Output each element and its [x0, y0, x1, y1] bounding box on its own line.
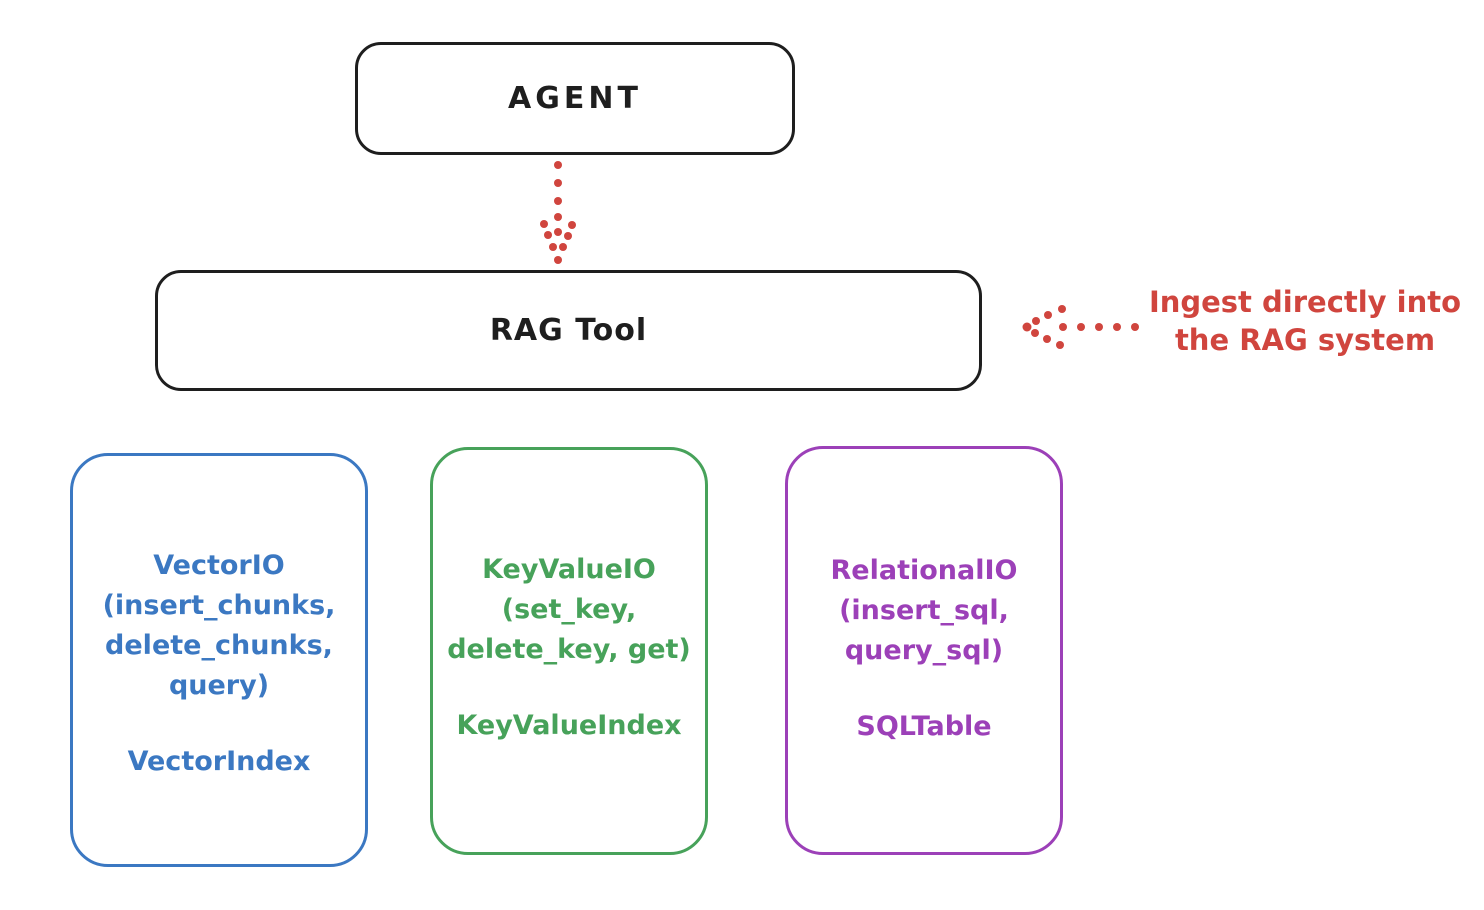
dotted-arrow-left-icon [1022, 305, 1139, 349]
key-value-io-box: KeyValueIO (set_key, delete_key, get) Ke… [430, 447, 708, 855]
key-value-io-title: KeyValueIO [482, 554, 656, 585]
relational-io-box: RelationalIO (insert_sql, query_sql) SQL… [785, 446, 1063, 855]
vector-io-title: VectorIO [153, 550, 285, 581]
vector-io-line: query) [168, 670, 270, 701]
agent-label: AGENT [508, 81, 642, 116]
ingest-annotation-line2: the RAG system [1174, 323, 1436, 357]
rag-tool-label: RAG Tool [489, 313, 648, 348]
sql-table-label: SQLTable [856, 711, 992, 742]
vector-io-line: (insert_chunks, [102, 590, 336, 621]
ingest-annotation-line1: Ingest directly into [1148, 285, 1462, 319]
vector-io-line: delete_chunks, [105, 630, 333, 661]
relational-io-title: RelationalIO [830, 555, 1018, 586]
key-value-io-line: (set_key, [501, 594, 637, 625]
relational-io-line: query_sql) [844, 635, 1004, 666]
ingest-annotation: Ingest directly into the RAG system [1140, 283, 1470, 359]
vector-io-box: VectorIO (insert_chunks, delete_chunks, … [70, 453, 368, 867]
relational-io-line: (insert_sql, [839, 595, 1009, 626]
key-value-index-label: KeyValueIndex [456, 710, 682, 741]
vector-index-label: VectorIndex [127, 746, 311, 777]
key-value-io-line: delete_key, get) [447, 634, 691, 665]
agent-box: AGENT [355, 42, 795, 155]
vector-io-signature: VectorIO (insert_chunks, delete_chunks, … [103, 546, 336, 706]
rag-tool-box: RAG Tool [155, 270, 982, 391]
key-value-io-signature: KeyValueIO (set_key, delete_key, get) [447, 550, 691, 670]
dotted-arrow-down-icon [540, 161, 576, 264]
relational-io-signature: RelationalIO (insert_sql, query_sql) [831, 551, 1018, 671]
